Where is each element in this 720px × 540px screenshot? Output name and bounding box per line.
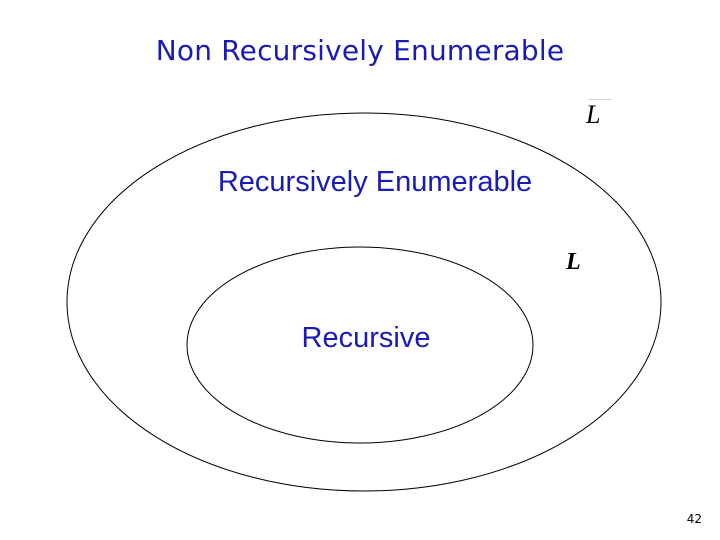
language-complement-label: L — [586, 100, 601, 129]
recursive-ellipse — [186, 246, 534, 444]
recursively-enumerable-ellipse — [66, 112, 662, 492]
non-recursively-enumerable-label: Non Recursively Enumerable — [155, 34, 565, 67]
recursively-enumerable-label: Recursively Enumerable — [217, 166, 533, 198]
complement-bar — [588, 99, 612, 100]
recursive-label: Recursive — [301, 322, 431, 354]
language-label: L — [566, 249, 581, 275]
page-number: 42 — [686, 512, 702, 526]
